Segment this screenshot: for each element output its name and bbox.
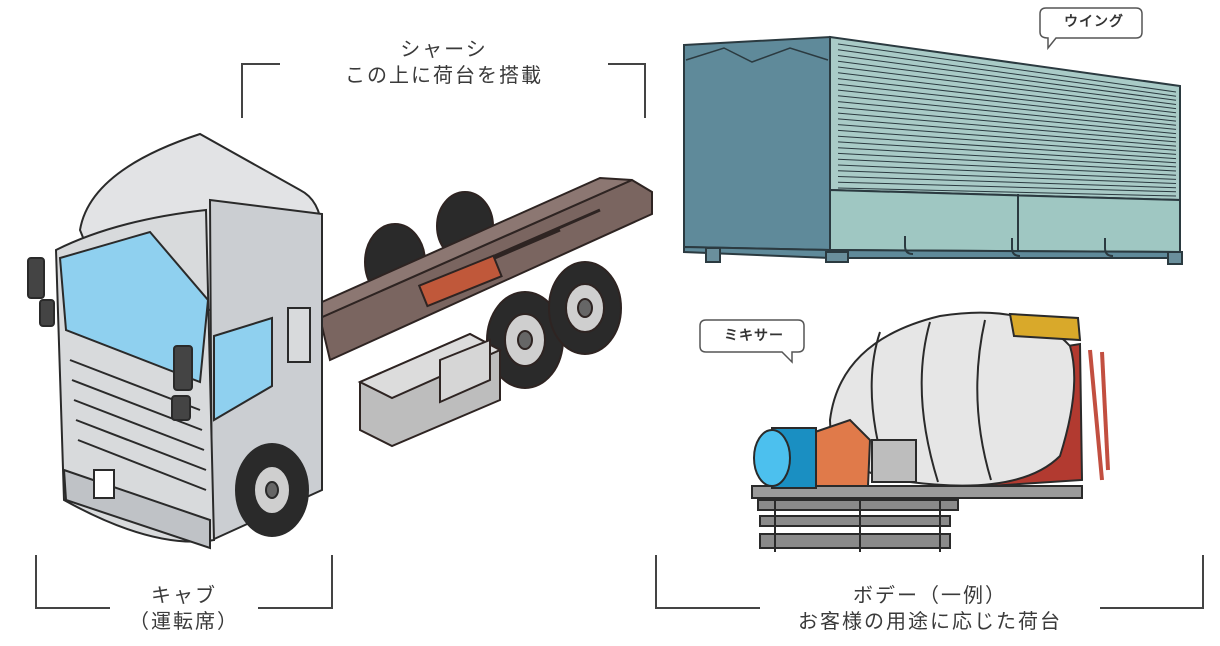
shutter-slat xyxy=(837,78,1177,118)
shutter-slat xyxy=(837,135,1177,160)
shutter-slat xyxy=(837,55,1177,101)
bracket-lines xyxy=(35,63,1204,609)
shutter-slat xyxy=(837,72,1177,114)
body-title: ボデー（一例） xyxy=(853,583,1007,607)
body-label: ボデー（一例） お客様の用途に応じた荷台 xyxy=(752,582,1108,634)
shutter-slat xyxy=(837,83,1177,122)
shutter-slat xyxy=(837,49,1177,97)
shutter-slat xyxy=(837,170,1177,184)
wing-label: ウイング xyxy=(1064,14,1124,30)
mixer-bubble-text: ミキサー xyxy=(708,325,800,345)
side-window xyxy=(213,316,273,422)
cab-title: キャブ xyxy=(151,583,217,607)
wing-speech-bubble xyxy=(1039,7,1143,51)
wing-box-lower-panel xyxy=(829,188,1181,254)
shutter-slat xyxy=(837,101,1177,135)
chassis-title: シャーシ xyxy=(400,37,488,61)
body-description: お客様の用途に応じた荷台 xyxy=(798,609,1062,633)
shutter-slat xyxy=(837,89,1177,126)
wing-bubble-text: ウイング xyxy=(1052,11,1136,31)
shutter-slat xyxy=(837,152,1177,172)
shutter-slat xyxy=(837,181,1177,193)
shutter-slat xyxy=(837,124,1177,151)
shutter-slat xyxy=(837,129,1177,155)
wing-box-front xyxy=(683,35,831,252)
chassis-description: この上に荷台を搭載 xyxy=(345,63,543,87)
shutter-slat xyxy=(837,176,1177,189)
cab-label: キャブ （運転席） xyxy=(100,582,268,634)
shutter-slat xyxy=(837,118,1177,147)
windshield xyxy=(58,230,210,384)
chassis-label: シャーシ この上に荷台を搭載 xyxy=(300,36,588,88)
shutter-slat xyxy=(837,43,1177,93)
shutter-slat xyxy=(837,106,1177,139)
shutter-slat xyxy=(837,158,1177,176)
cab-description: （運転席） xyxy=(129,609,239,633)
chassis-frame xyxy=(318,176,653,448)
mixer-body xyxy=(751,311,1110,552)
wing-shutter-slats xyxy=(837,43,1177,197)
shutter-slat xyxy=(837,147,1177,168)
shutter-slat xyxy=(837,187,1177,197)
shutter-slat xyxy=(837,141,1177,164)
shutter-slat xyxy=(837,60,1177,105)
shutter-slat xyxy=(837,95,1177,130)
truck-cab xyxy=(27,132,324,550)
mixer-speech-bubble xyxy=(699,319,805,364)
shutter-slat xyxy=(837,112,1177,143)
shutter-slat xyxy=(837,66,1177,110)
wing-box-body xyxy=(683,35,1183,265)
shutter-slat xyxy=(837,164,1177,180)
mixer-label: ミキサー xyxy=(724,328,784,344)
